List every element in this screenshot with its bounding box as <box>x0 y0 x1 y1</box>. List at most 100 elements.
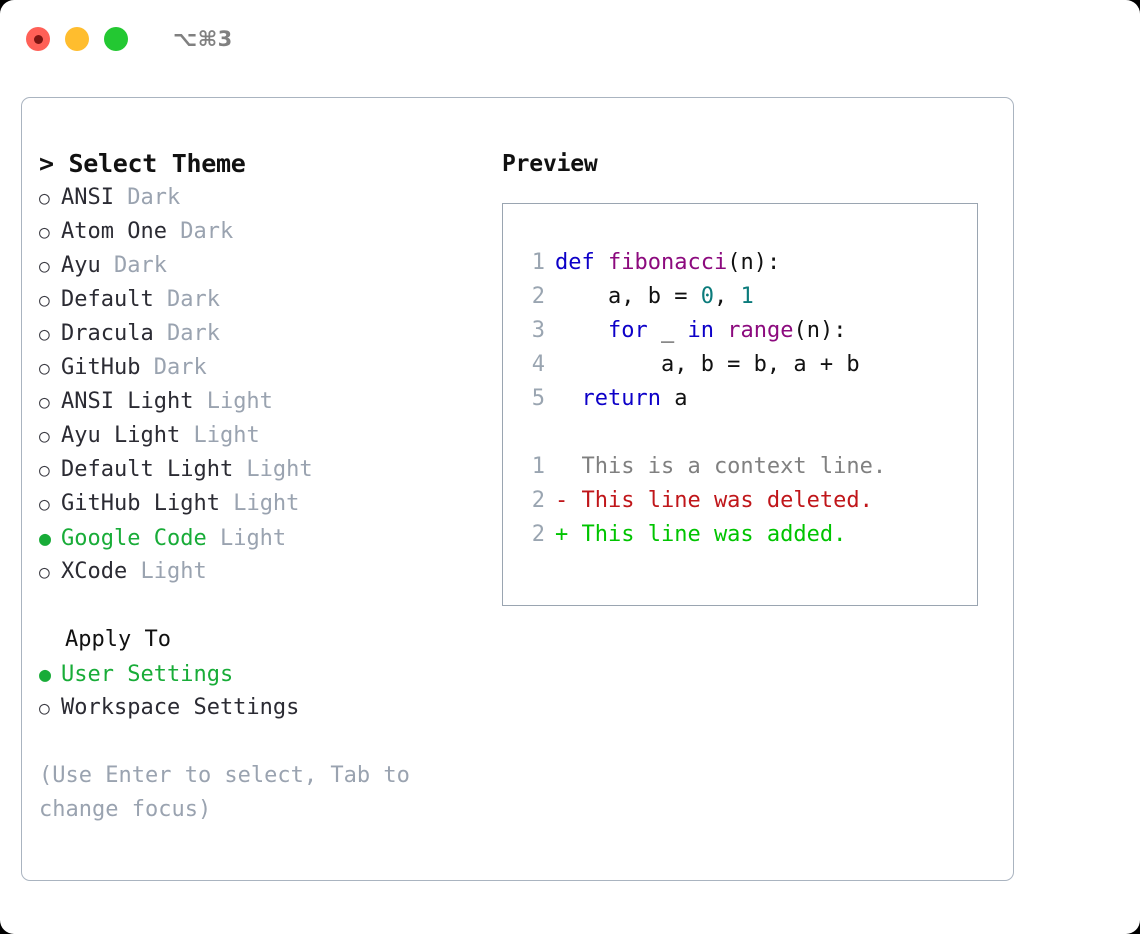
radio-selected-icon[interactable]: ● <box>39 526 52 550</box>
keyboard-hint-text: (Use Enter to select, Tab to change focu… <box>39 763 424 822</box>
theme-name: Atom One <box>61 219 167 244</box>
radio-unselected-icon[interactable]: ○ <box>39 494 50 515</box>
theme-name: Default <box>61 287 154 312</box>
theme-variant-tag: Light <box>193 389 273 414</box>
theme-option-row[interactable]: ○ GitHub Light Light <box>39 487 489 521</box>
code-text: return a <box>555 382 688 416</box>
radio-unselected-icon[interactable]: ○ <box>39 460 50 481</box>
token-kw: in <box>687 318 714 343</box>
window-controls <box>26 27 128 51</box>
theme-variant-tag: Light <box>219 491 300 516</box>
token-pl: (n): <box>727 250 781 275</box>
radio-unselected-icon[interactable]: ○ <box>39 426 50 447</box>
radio-unselected-icon[interactable]: ○ <box>39 698 50 719</box>
apply-to-title: Apply To <box>65 627 171 652</box>
theme-option-row[interactable]: ○ANSI Light Light <box>39 385 489 419</box>
theme-option-row[interactable]: ○ Atom One Dark <box>39 215 489 249</box>
token-kw: for <box>607 318 648 343</box>
theme-variant-tag: Light <box>127 559 207 584</box>
theme-name: ANSI <box>61 185 114 210</box>
code-line: 1 def fibonacci(n): <box>519 246 977 280</box>
radio-unselected-icon[interactable]: ○ <box>39 324 50 345</box>
theme-selection-panel: > Select Theme ○ANSI Dark○Atom One Dark○… <box>39 147 489 827</box>
theme-name: Default Light <box>61 457 234 482</box>
code-line: 5 return a <box>519 382 977 416</box>
record-dot-icon <box>33 34 43 44</box>
theme-option-row[interactable]: ○Ayu Dark <box>39 249 489 283</box>
theme-option-row[interactable]: ○Default Light Light <box>39 453 489 487</box>
theme-list[interactable]: ○ANSI Dark○Atom One Dark○Ayu Dark○Defaul… <box>39 181 489 589</box>
radio-selected-icon[interactable]: ● <box>39 662 52 686</box>
token-pl: a <box>660 386 688 411</box>
apply-to-option-row[interactable]: ○ Workspace Settings <box>39 691 489 725</box>
code-line: 4 a, b = b, a + b <box>519 348 977 382</box>
theme-picker-dialog: > Select Theme ○ANSI Dark○Atom One Dark○… <box>21 97 1014 881</box>
theme-variant-tag: Dark <box>100 253 167 278</box>
theme-variant-tag: Light <box>180 423 260 448</box>
diff-text-ctx: This is a context line. <box>555 454 887 479</box>
select-theme-prompt: > Select Theme <box>39 149 246 178</box>
token-pl <box>555 386 582 411</box>
line-number: 2 <box>531 488 545 513</box>
line-number: 2 <box>531 522 545 547</box>
radio-unselected-icon[interactable]: ○ <box>39 392 50 413</box>
close-button[interactable] <box>26 27 50 51</box>
radio-unselected-icon[interactable]: ○ <box>39 562 50 583</box>
minimize-button[interactable] <box>65 27 89 51</box>
theme-option-row[interactable]: ○ Dracula Dark <box>39 317 489 351</box>
radio-unselected-icon[interactable]: ○ <box>39 290 50 311</box>
theme-option-row[interactable]: ●Google Code Light <box>39 521 489 555</box>
token-num: 1 <box>740 284 754 309</box>
line-number: 2 <box>531 284 545 309</box>
theme-name: GitHub Light <box>61 491 220 516</box>
radio-unselected-icon[interactable]: ○ <box>39 188 50 209</box>
theme-option-row[interactable]: ○ XCode Light <box>39 555 489 589</box>
line-number: 1 <box>531 454 545 479</box>
radio-unselected-icon[interactable]: ○ <box>39 256 50 277</box>
diff-line: 2- This line was deleted. <box>519 484 977 518</box>
theme-name: XCode <box>61 559 128 584</box>
theme-name: Dracula <box>61 321 154 346</box>
theme-option-row[interactable]: ○Ayu Light Light <box>39 419 489 453</box>
line-number: 3 <box>531 318 545 343</box>
preview-title: Preview <box>502 151 598 177</box>
token-pl: a, b = b, a + b <box>555 352 860 377</box>
theme-variant-tag: Dark <box>166 219 234 244</box>
code-text: a, b = 0, 1 <box>555 280 754 314</box>
theme-variant-tag: Dark <box>140 355 207 380</box>
code-line: 2 a, b = 0, 1 <box>519 280 977 314</box>
code-text: def fibonacci(n): <box>555 246 780 280</box>
line-number: 1 <box>531 250 545 275</box>
apply-to-section: Apply To ●User Settings ○ Workspace Settin… <box>39 623 489 725</box>
line-number: 5 <box>531 386 545 411</box>
diff-text-add: + This line was added. <box>555 522 847 547</box>
shortcut-label: ⌥⌘3 <box>173 27 233 51</box>
token-fn: range <box>727 318 794 343</box>
token-pl: a, b = <box>555 284 701 309</box>
apply-to-list[interactable]: ●User Settings ○ Workspace Settings <box>39 657 489 725</box>
code-text: a, b = b, a + b <box>555 348 860 382</box>
radio-unselected-icon[interactable]: ○ <box>39 222 50 243</box>
title-bar: ⌥⌘3 <box>0 0 1140 78</box>
theme-variant-tag: Dark <box>153 287 220 312</box>
radio-unselected-icon[interactable]: ○ <box>39 358 50 379</box>
token-pl <box>555 318 608 343</box>
token-pl: _ <box>647 318 688 343</box>
apply-to-option-row[interactable]: ●User Settings <box>39 657 489 691</box>
zoom-button[interactable] <box>104 27 128 51</box>
code-line: 3 for _ in range(n): <box>519 314 977 348</box>
diff-line: 1 This is a context line. <box>519 450 977 484</box>
theme-name: GitHub <box>61 355 141 380</box>
theme-variant-tag: Light <box>206 526 287 551</box>
theme-option-row[interactable]: ○ GitHub Dark <box>39 351 489 385</box>
line-number: 4 <box>531 352 545 377</box>
theme-option-row[interactable]: ○ Default Dark <box>39 283 489 317</box>
token-num: 0 <box>700 284 714 309</box>
apply-to-label: Workspace Settings <box>61 695 300 720</box>
theme-option-row[interactable]: ○ANSI Dark <box>39 181 489 215</box>
theme-variant-tag: Dark <box>153 321 220 346</box>
